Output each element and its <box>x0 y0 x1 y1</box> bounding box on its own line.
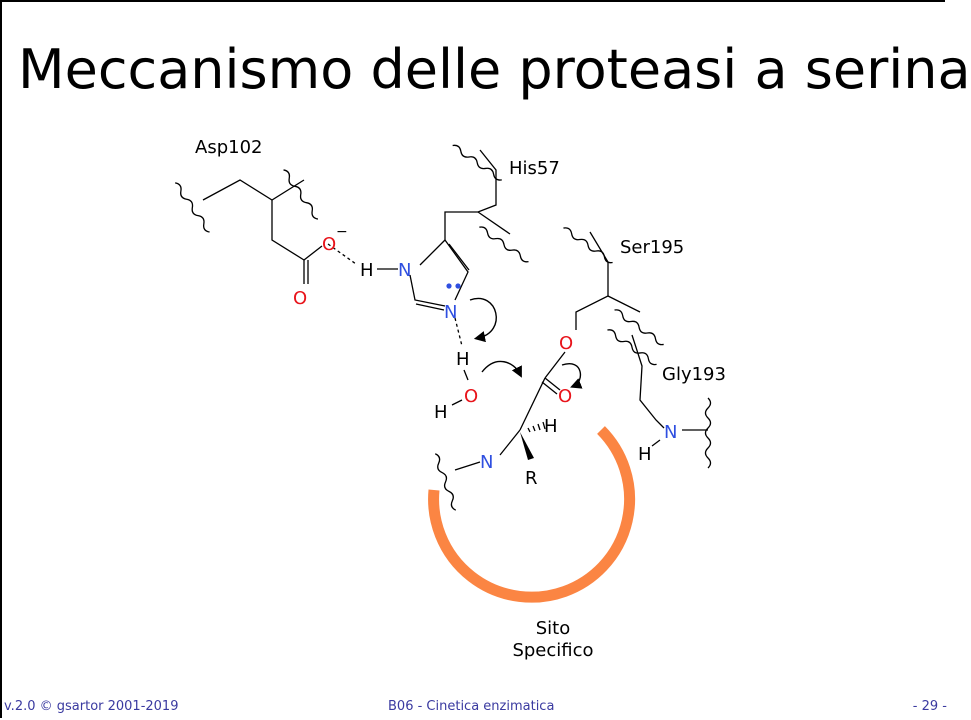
slide-title: Meccanismo delle proteasi a serina <box>18 38 971 101</box>
atom-h-water-top: H <box>456 349 470 370</box>
atom-n1-his: N <box>398 260 411 281</box>
atom-h-gly: H <box>638 444 652 465</box>
label-gly193: Gly193 <box>662 364 726 385</box>
atom-charge: − <box>336 224 348 240</box>
atom-h-alpha: H <box>544 416 558 437</box>
lone-pair-dot <box>455 283 461 289</box>
atom-o-ser: O <box>559 333 573 354</box>
specific-site-arc <box>428 426 636 603</box>
atom-n-gly: N <box>664 422 677 443</box>
atom-n-substrate: N <box>480 452 493 473</box>
atom-o-minus: O <box>322 234 336 255</box>
label-ser195: Ser195 <box>620 237 684 258</box>
mechanism-diagram: Asp102 His57 Ser195 Gly193 O − O H N N H… <box>175 137 726 661</box>
footer-page-number: - 29 - <box>912 699 947 714</box>
bonds <box>175 144 712 511</box>
electron-arrows <box>469 297 583 389</box>
wedge-bond <box>520 432 534 460</box>
atom-n2-his: N <box>444 302 457 323</box>
label-asp102: Asp102 <box>195 137 262 158</box>
atom-o-substrate: O <box>558 386 572 407</box>
hydrogen-bonds <box>327 243 463 347</box>
lone-pair-dot <box>446 283 452 289</box>
site-label-line2: Specifico <box>512 640 593 661</box>
slide-frame <box>0 0 945 718</box>
atom-o-carbonyl: O <box>293 288 307 309</box>
footer-course: B06 - Cinetica enzimatica <box>388 699 555 714</box>
atom-h-his: H <box>360 260 374 281</box>
atom-r-group: R <box>525 468 538 489</box>
label-his57: His57 <box>509 158 560 179</box>
atom-o-water: O <box>464 386 478 407</box>
atom-h-water-left: H <box>434 402 448 423</box>
site-label-line1: Sito <box>536 618 571 639</box>
footer-version: v.2.0 © gsartor 2001-2019 <box>4 699 179 714</box>
